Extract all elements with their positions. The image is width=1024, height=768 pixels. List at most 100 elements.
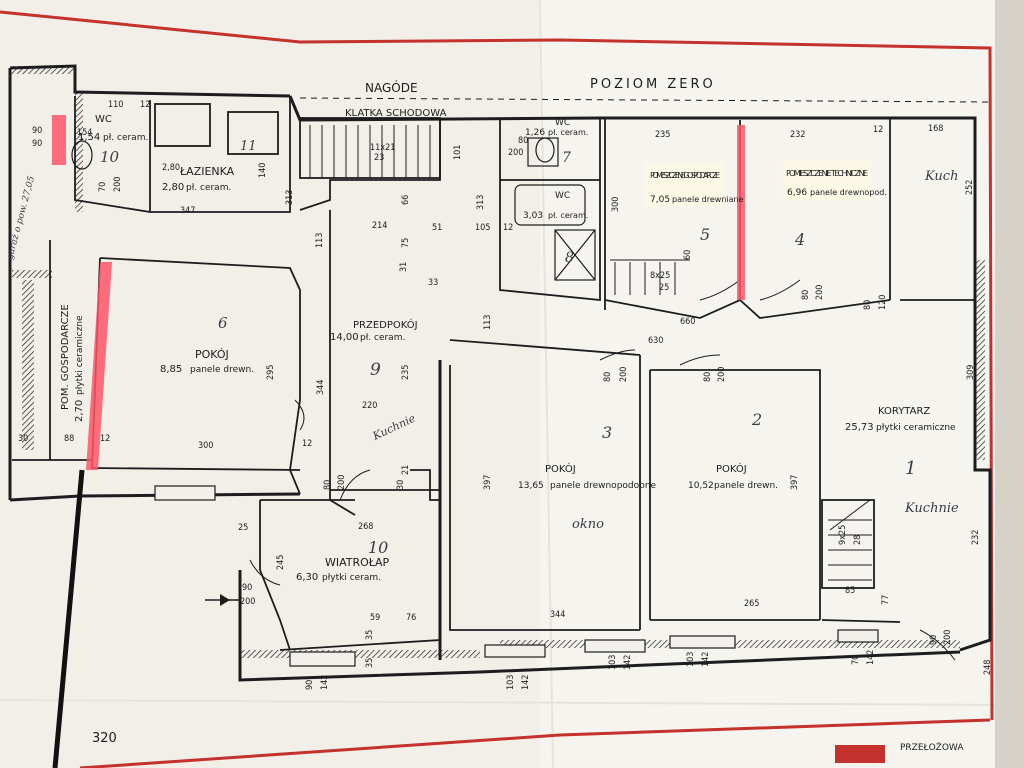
room-pom4-floor: panele drewnopod. [810, 188, 887, 197]
dimension-label: 59 [370, 613, 380, 623]
dimension-label: 214 [372, 221, 387, 231]
dimension-label: 265 [744, 599, 759, 609]
room-pokoj2-area: 10,52 [688, 481, 714, 491]
dimension-label: 313 [476, 195, 486, 210]
dimension-label: 120 [878, 295, 888, 310]
room-wiatrolap-floor: płytki ceram. [322, 573, 381, 583]
dimension-label: 2,80 [162, 163, 180, 173]
room-wc10-floor: pł. ceram. [103, 133, 148, 143]
room-pom5-area: 7,05 [650, 195, 670, 205]
legend-swatch [835, 745, 885, 763]
dimension-label: 51 [432, 223, 442, 233]
dimension-label: 90 [242, 583, 252, 593]
red-border-top [0, 10, 994, 721]
room-wiatrolap-number: 10 [368, 538, 388, 557]
dimension-label: 12 [302, 439, 312, 449]
dimension-label: 300 [611, 197, 621, 212]
dimension-label: 35 [365, 658, 375, 668]
dimension-label: 660 [680, 317, 695, 327]
dimension-label: 80 [863, 300, 873, 310]
dimension-label: 245 [276, 555, 286, 570]
dimension-label: 252 [965, 180, 975, 195]
room-pokoj6-name: POKÓJ [195, 348, 229, 361]
dimension-label: 309 [966, 365, 976, 380]
room-korytarz-number: 1 [905, 458, 916, 479]
note-kuchnia-top: Kuch [924, 169, 958, 184]
dimension-label: 30 [18, 434, 28, 444]
note-okno: okno [572, 517, 604, 532]
dimension-label: 30 [396, 480, 406, 490]
dimension-label: 31 [399, 262, 409, 272]
dimension-label: 200 [943, 630, 953, 645]
dimension-label: 103 [506, 675, 516, 690]
room-pom-gosp-left-area: 2,70 [74, 400, 85, 422]
dimension-label: 11x21 [370, 143, 395, 153]
dimension-label: 12 [873, 125, 883, 135]
dimension-label: 200 [240, 597, 255, 607]
room-pom5-number: 5 [700, 225, 710, 244]
dimension-label: 200 [717, 367, 727, 382]
red-highlights [52, 115, 885, 763]
room-wc7-name: WC [555, 118, 570, 128]
dimension-label: 142 [320, 675, 330, 690]
dimension-label: 88 [64, 434, 74, 444]
dimension-label: 142 [623, 655, 633, 670]
dimension-label: 313 [285, 190, 295, 205]
dimension-label: 35 [365, 630, 375, 640]
outer-walls [8, 64, 992, 682]
room-lazienka-area: 2,80 [162, 182, 184, 193]
room-pom-gosp-left-name: POM. GOSPODARCZE [60, 304, 71, 410]
dimension-label: 235 [655, 130, 670, 140]
room-pom5-floor: panele drewniane [672, 195, 744, 204]
room-pokoj3-name: POKÓJ [545, 462, 576, 475]
room-pokoj6-area: 8,85 [160, 364, 182, 375]
dimension-label: 113 [483, 315, 493, 330]
room-wc8-area: 3,03 [523, 211, 543, 221]
room-wiatrolap-area: 6,30 [296, 572, 318, 583]
paper-edge [995, 0, 1024, 768]
pencil-stroke [52, 469, 85, 768]
room-pom5-name: POMIESZCZENIE GOSPODARCZE [650, 171, 720, 180]
room-korytarz-area: 25,73 [845, 422, 874, 433]
dimension-label: 80 [703, 372, 713, 382]
dimension-label: 9x25 [838, 525, 848, 545]
fixtures [71, 137, 596, 281]
stairs-label: KLATKA SCHODOWA [345, 108, 447, 119]
dimension-label: 232 [790, 130, 805, 140]
dimension-label: 66 [401, 195, 411, 205]
dimension-label: 142 [701, 652, 711, 667]
room-pokoj6-number: 6 [218, 314, 228, 332]
dimension-label: 168 [928, 124, 943, 134]
room-wc10-area: 1,54 [78, 132, 100, 143]
room-pokoj3-floor: panele drewnopodobne [550, 481, 657, 491]
room-pokoj3-area: 13,65 [518, 481, 544, 491]
dimension-label: 630 [648, 336, 663, 346]
room-pom4-name: POMIESZCZENIE TECHNICZNE [786, 169, 868, 178]
dimension-label: 154 [77, 128, 92, 138]
room-wc8-number: 8 [565, 250, 574, 266]
room-pom5-label-bg [645, 163, 723, 207]
dimension-label: 85 [845, 586, 855, 596]
dimension-label: 105 [475, 223, 490, 233]
paper-crease [0, 699, 1024, 706]
dimension-label: 142 [866, 650, 876, 665]
room-pokoj3-number: 3 [602, 423, 612, 442]
room-pokoj2-number: 2 [751, 410, 762, 429]
dimension-label: 8x25 [650, 271, 670, 281]
dimension-label: 295 [266, 365, 276, 380]
page-number: 320 [92, 731, 117, 746]
dimension-label: 103 [608, 655, 618, 670]
dimension-label: 76 [406, 613, 416, 623]
room-przedpokoj-name: PRZEDPOKÓJ [353, 318, 418, 331]
dimension-label: 397 [790, 475, 800, 490]
room-wc8-floor: pł. ceram. [548, 211, 588, 220]
room-pokoj6-floor: panele drewn. [190, 365, 254, 375]
dimension-label: 90 [305, 680, 315, 690]
dimension-label: 12 [503, 223, 513, 233]
room-przedpokoj-floor: pł. ceram. [360, 333, 405, 343]
dimension-label: 12 [140, 100, 150, 110]
dimension-label: 140 [258, 163, 268, 178]
